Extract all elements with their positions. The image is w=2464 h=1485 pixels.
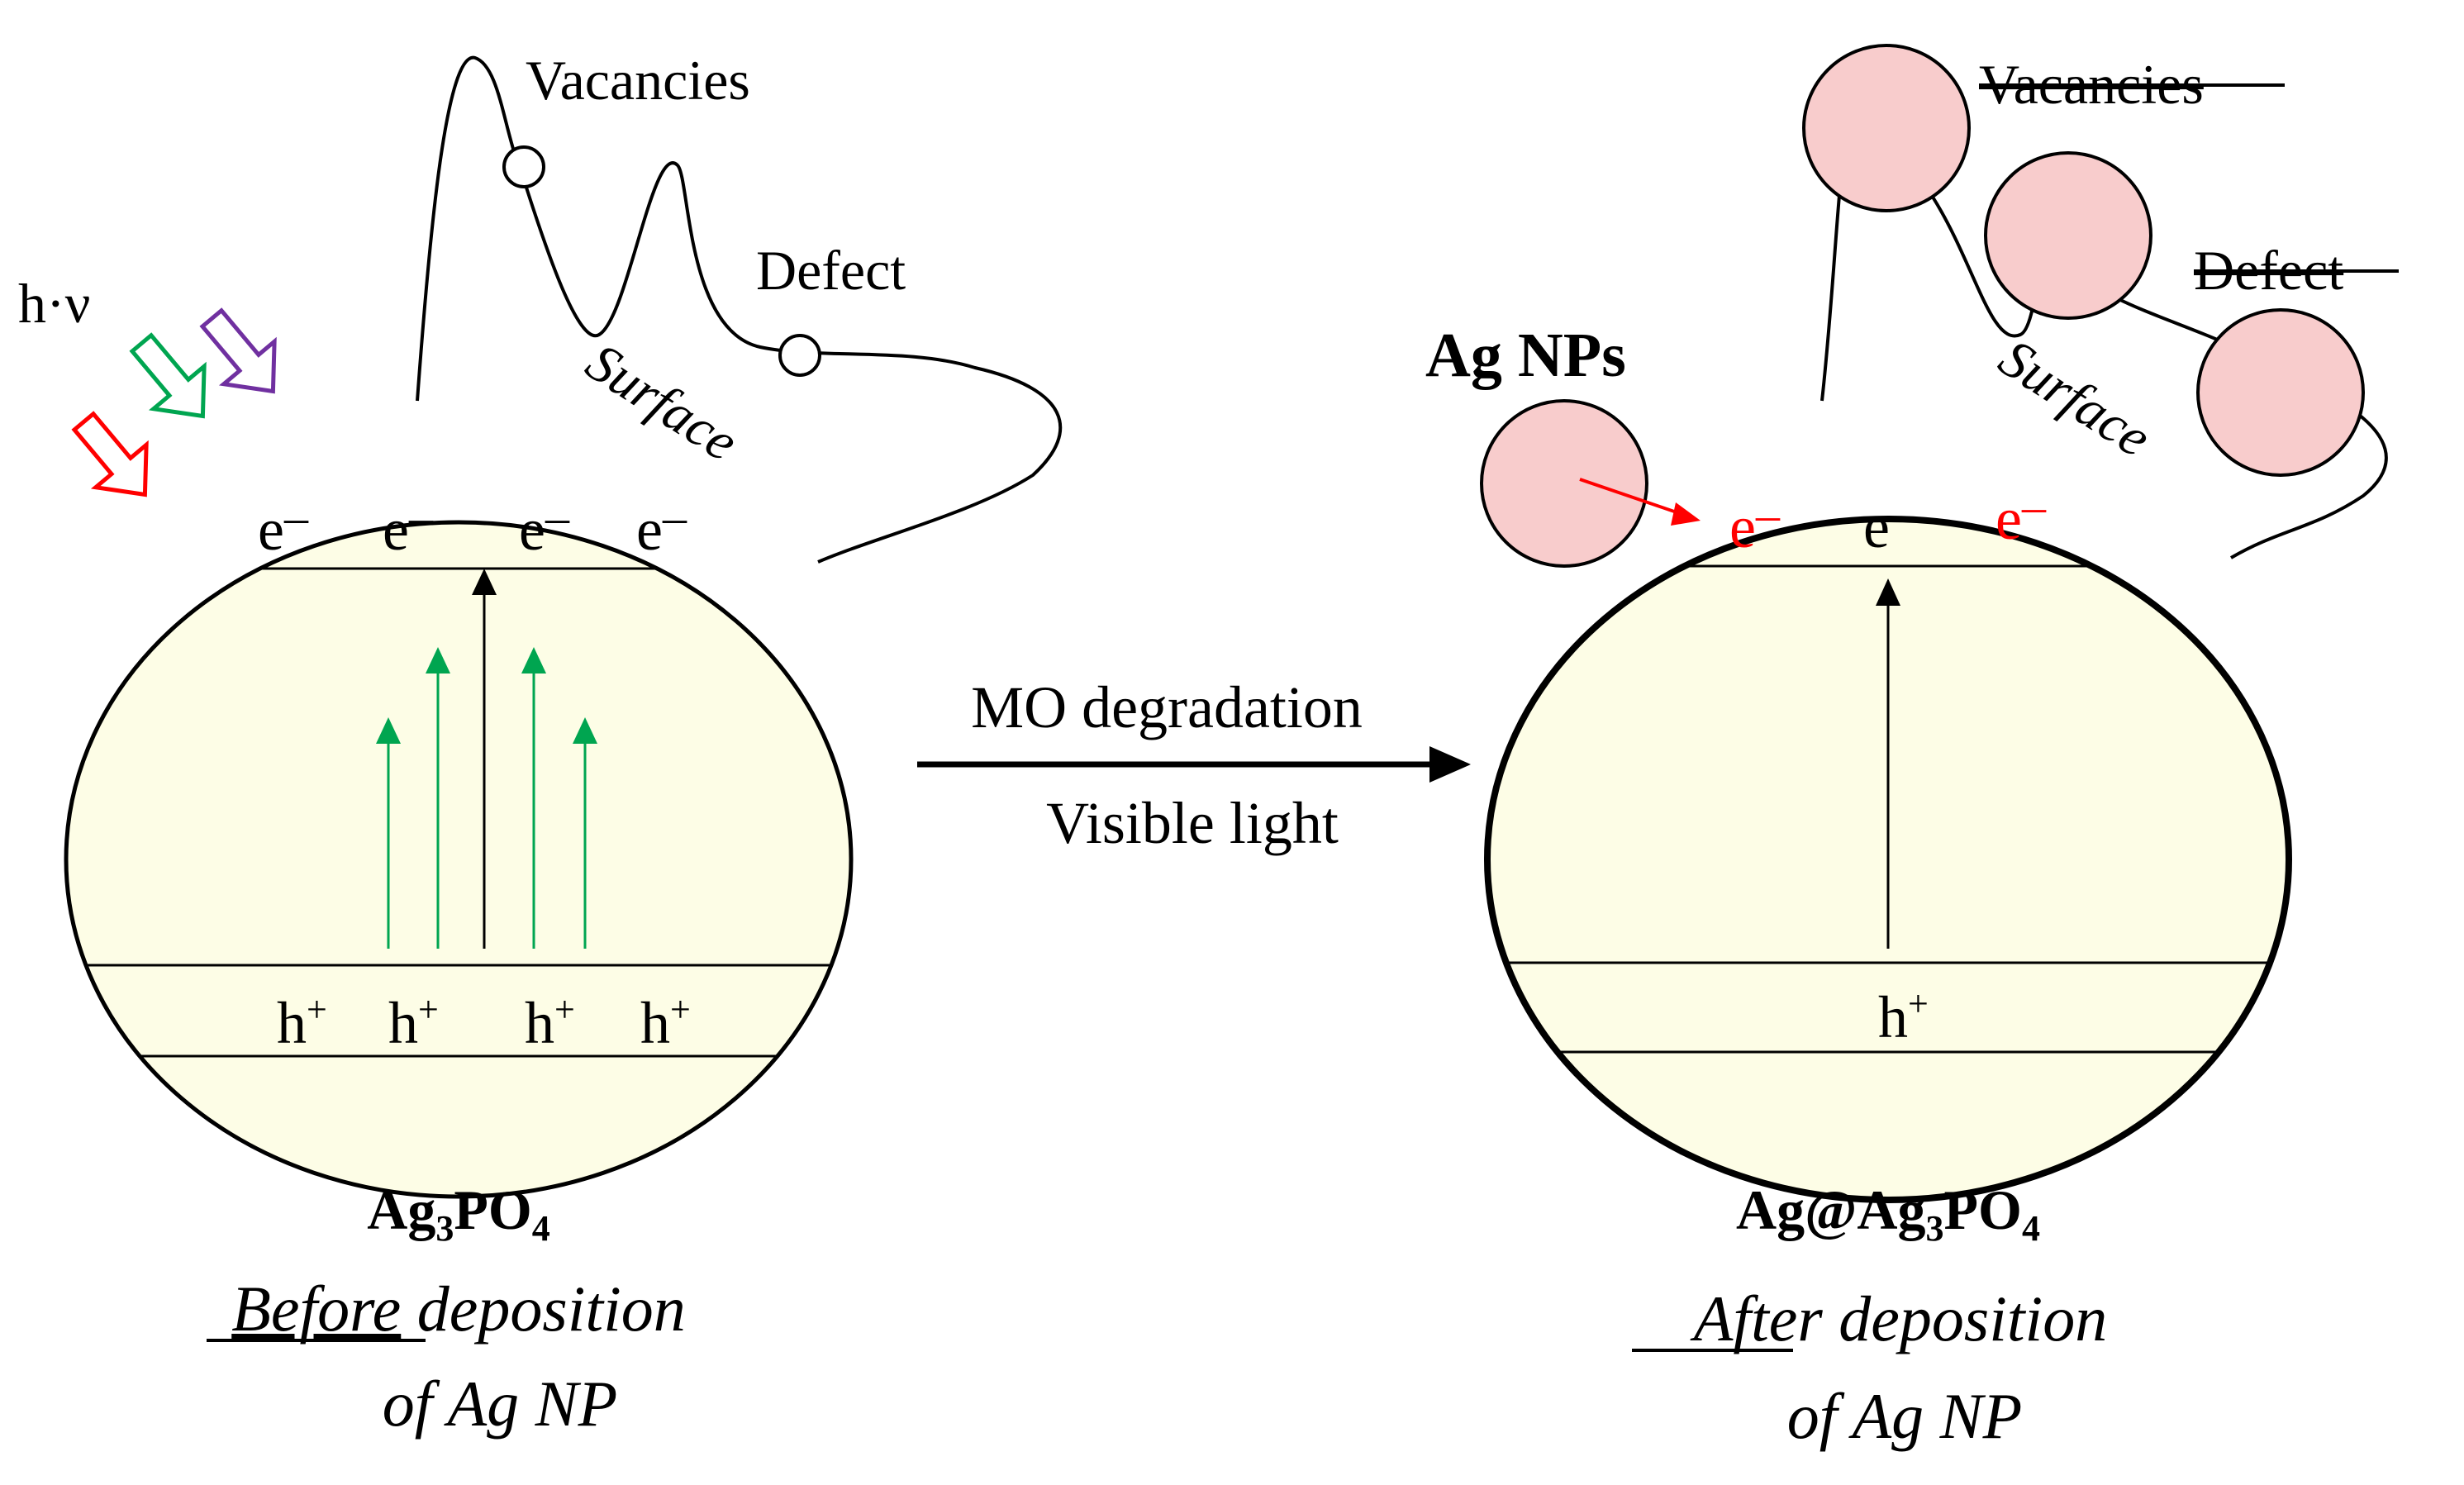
red-light-arrow — [71, 411, 149, 497]
left-hole-3: h+ — [525, 989, 575, 1056]
right-caption-line2: of Ag NP — [1787, 1380, 2023, 1452]
green-arrowhead-3 — [521, 647, 546, 673]
agnp-middle — [1984, 151, 2152, 320]
agnp-left — [1480, 399, 1648, 568]
left-surface-label: Surface — [576, 331, 749, 473]
right-surface-label: Surface — [1989, 327, 2162, 469]
right-formula: Ag@Ag3PO4 — [1736, 1178, 2040, 1249]
right-hole: h+ — [1878, 983, 1929, 1050]
agnp-top — [1802, 44, 1971, 212]
left-electrons: e– e– e– e– — [258, 490, 687, 563]
right-electrons: e– e– e– — [1729, 479, 2047, 560]
green-arrowhead-4 — [573, 717, 597, 744]
purple-light-arrow — [199, 307, 277, 394]
left-hole-1: h+ — [277, 989, 327, 1056]
left-light-label: h·ν — [18, 272, 90, 335]
left-arrowheads — [376, 569, 597, 744]
left-particle — [64, 55, 1063, 1199]
left-vacancy-marker — [502, 145, 545, 188]
left-excitation-arrows — [384, 578, 589, 949]
left-vacancies-label: Vacancies — [526, 49, 750, 112]
left-particle-body — [64, 520, 854, 1199]
left-electron-4: e– — [636, 490, 687, 563]
left-surface-curve — [416, 55, 1063, 564]
process-arrow-head — [1429, 746, 1471, 783]
left-electron-3: e– — [519, 490, 570, 563]
black-arrowhead — [472, 569, 497, 595]
green-arrowhead-2 — [426, 647, 450, 673]
condition-label: Visible light — [1046, 790, 1339, 856]
left-defect-label: Defect — [756, 239, 906, 302]
right-excitation-arrowhead — [1876, 578, 1900, 606]
left-hole-2: h+ — [388, 989, 439, 1056]
right-electron-black: e– — [1863, 488, 1915, 560]
left-formula: Ag3PO4 — [367, 1178, 550, 1249]
agnp-right — [2196, 308, 2365, 477]
right-agnps-label: Ag NPs — [1425, 321, 1626, 390]
left-caption-line2: of Ag NP — [383, 1368, 618, 1440]
left-electron-1: e– — [258, 490, 309, 563]
electron-transfer-arrow — [1579, 478, 1682, 516]
electron-transfer-arrowhead — [1671, 502, 1701, 526]
process-label: MO degradation — [971, 674, 1363, 740]
light-arrows — [71, 307, 277, 497]
green-light-arrow — [129, 332, 207, 419]
left-caption-line1: Before deposition — [231, 1273, 686, 1345]
right-electron-red-1: e– — [1729, 488, 1781, 560]
right-particle — [1480, 44, 2388, 1203]
left-hole-4: h+ — [640, 989, 691, 1056]
left-holes: h+ h+ h+ h+ — [277, 989, 691, 1056]
right-caption-line1: After deposition — [1690, 1283, 2107, 1354]
green-arrowhead-1 — [376, 717, 401, 744]
left-defect-marker — [778, 334, 821, 377]
left-electron-2: e– — [383, 490, 434, 563]
right-electron-red-2: e– — [1995, 479, 2047, 552]
